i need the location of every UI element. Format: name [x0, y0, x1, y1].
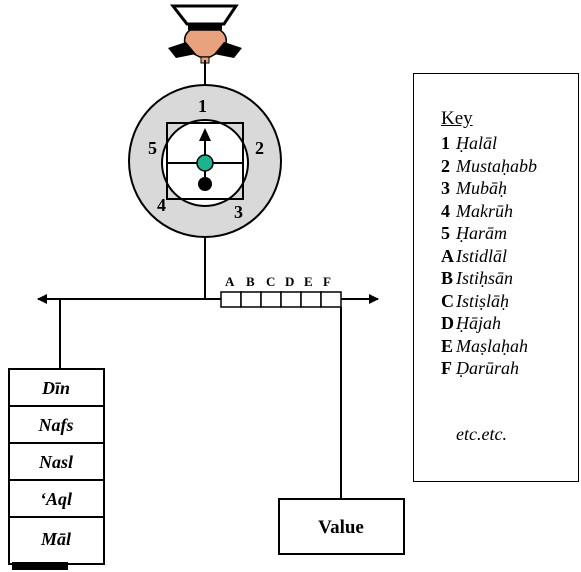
wheel: 1 2 3 4 5	[128, 84, 282, 238]
ring-number-5: 5	[148, 138, 157, 158]
key-code: 4	[441, 200, 450, 221]
key-label: Istiḥsān	[456, 268, 514, 288]
key-code: 3	[441, 178, 450, 198]
slot-d	[280, 291, 302, 308]
slot-rail: A B C D E F	[220, 274, 342, 308]
key-footer: etc.etc.	[456, 424, 507, 444]
ring-number-2: 2	[255, 138, 264, 158]
wheel-center-dot	[196, 154, 214, 172]
wheel-crosshair-box	[166, 122, 244, 200]
key-code: 1	[441, 133, 450, 153]
key-code: F	[441, 358, 452, 378]
slot-letter-d: D	[285, 274, 294, 289]
key-label: Istiṣlāḥ	[456, 290, 510, 311]
slot-letter-c: C	[266, 274, 275, 289]
wheel-weight-dot	[198, 177, 212, 191]
value-label: Value	[318, 517, 364, 538]
slot-letter-f: F	[323, 274, 331, 289]
key-label: Maṣlaḥah	[456, 335, 528, 356]
stack-item-aql	[8, 479, 105, 518]
stack-label-aql: ‘Aql	[40, 489, 72, 509]
key-label: Ḥarām	[456, 223, 508, 243]
slot-e	[300, 291, 322, 308]
key-item-3: 3 Mubāḥ	[441, 177, 537, 200]
key-code: C	[441, 290, 454, 311]
key-item-1: 1 Ḥalāl	[441, 132, 537, 155]
pointer-arrow-icon	[199, 128, 211, 141]
stack-label-mal: Māl	[40, 529, 71, 549]
key-item-2: 2 Mustaḥabb	[441, 155, 537, 178]
stack-label-nasl: Nasl	[38, 452, 73, 472]
stack-item-mal	[8, 516, 105, 565]
key-item-5: 5 Ḥarām	[441, 222, 537, 245]
person-figure-icon	[168, 4, 242, 64]
stack-base	[12, 562, 68, 570]
slot-a	[220, 291, 242, 308]
key-item-4: 4 Makrūh	[441, 200, 537, 223]
value-box	[278, 498, 405, 555]
key-title: Key	[441, 108, 473, 129]
key-label: Ḍarūrah	[456, 358, 520, 378]
stack-item-nafs	[8, 405, 105, 444]
key-label: Mubāḥ	[456, 178, 507, 198]
key-code: E	[441, 335, 454, 356]
key-label: Mustaḥabb	[456, 155, 537, 176]
stack-label-nafs: Nafs	[38, 415, 74, 435]
ring-number-1: 1	[198, 96, 207, 116]
ring-number-3: 3	[234, 202, 243, 222]
key-label: Istidlāl	[456, 245, 508, 266]
key-label: Ḥalāl	[456, 133, 498, 153]
slot-f	[320, 291, 342, 308]
key-code: 2	[441, 155, 450, 176]
key-label: Ḥājah	[456, 313, 501, 333]
stack-item-nasl	[8, 442, 105, 481]
key-code: A	[441, 245, 454, 266]
slot-letter-b: B	[246, 274, 255, 289]
key-code: D	[441, 313, 454, 333]
slot-c	[260, 291, 282, 308]
slot-letter-a: A	[225, 274, 235, 289]
key-code: B	[441, 268, 454, 288]
slot-b	[240, 291, 262, 308]
stack-label-din: Dīn	[41, 378, 70, 398]
slot-letter-e: E	[304, 274, 313, 289]
ring-number-4: 4	[157, 195, 166, 215]
objectives-stack: Dīn Nafs Nasl ‘Aql Māl	[8, 368, 105, 570]
key-panel: Key 1 Ḥalāl 2 Mustaḥabb 3 Mubāḥ 4 Makrūh 5 Ḥa…	[413, 73, 579, 482]
key-label: Makrūh	[456, 200, 513, 221]
stack-item-din	[8, 368, 105, 407]
key-code: 5	[441, 223, 450, 243]
